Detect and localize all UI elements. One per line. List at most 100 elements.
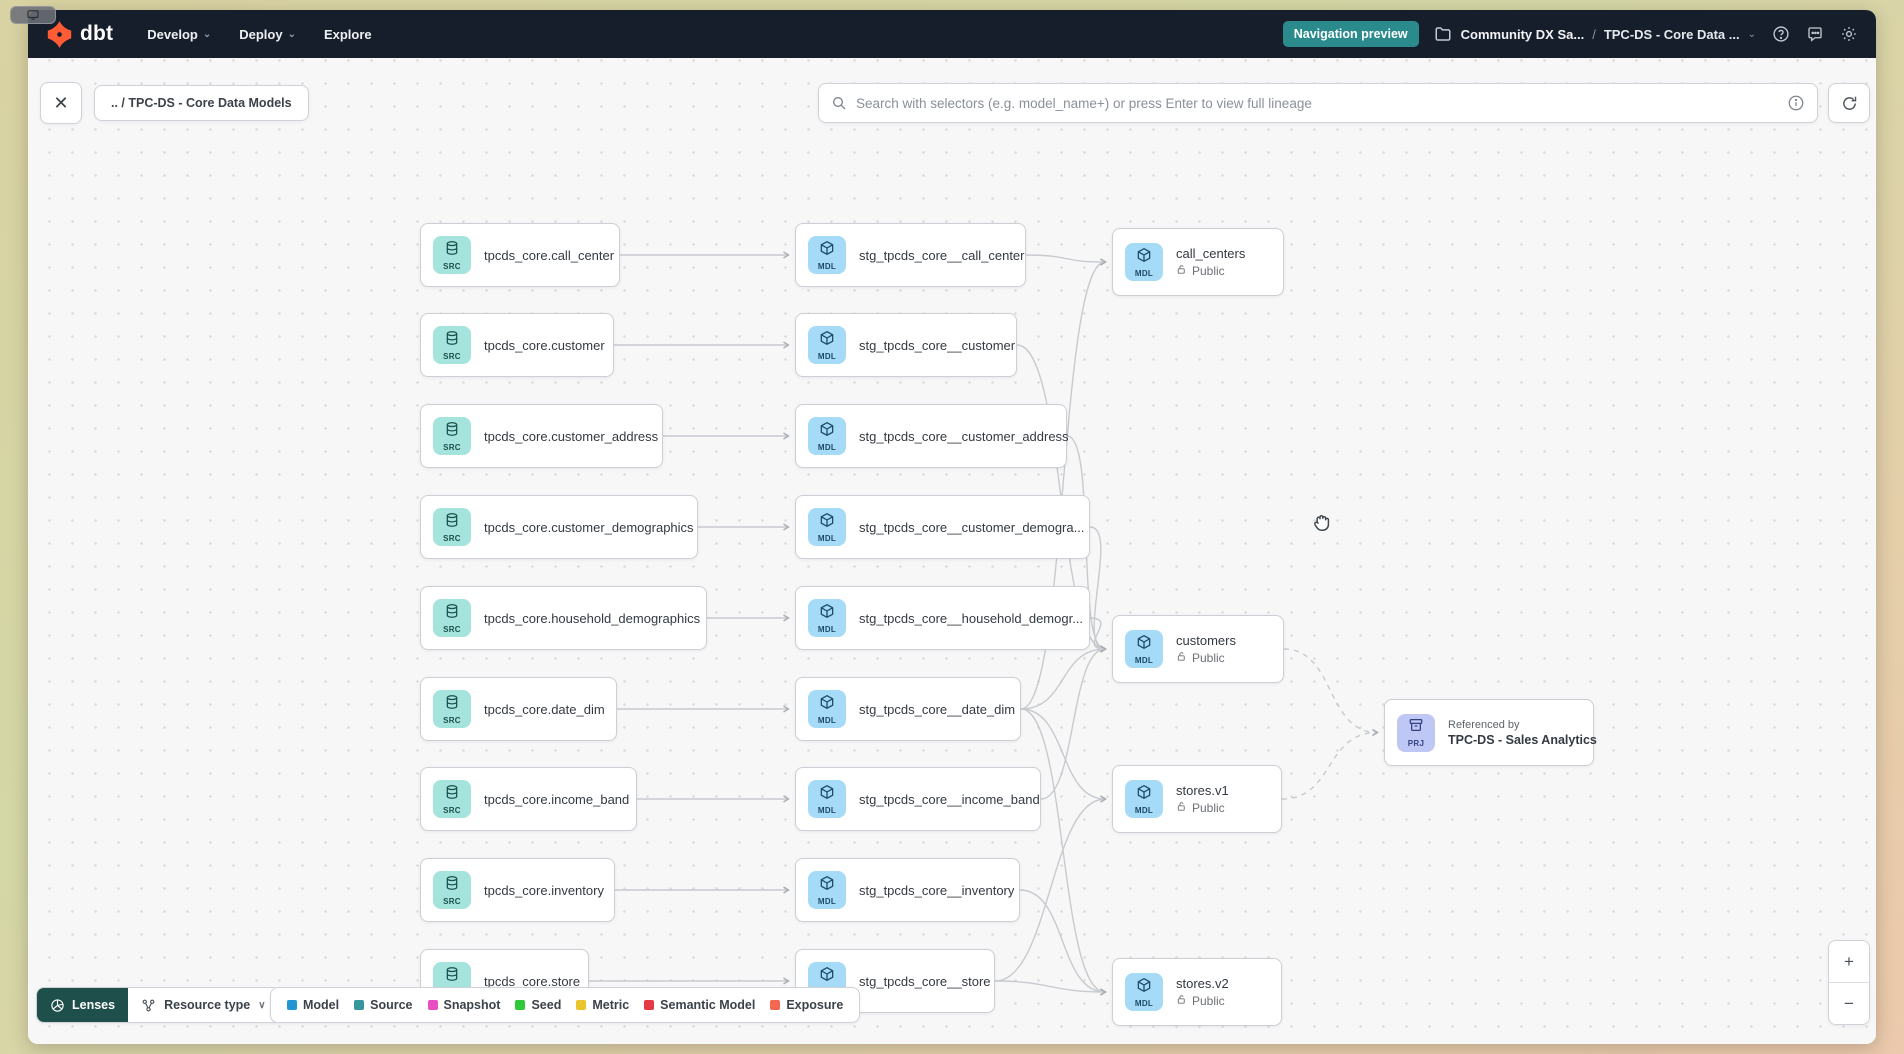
breadcrumb: Community DX Sa... / TPC-DS - Core Data … <box>1434 25 1756 44</box>
dbt-logo-text: dbt <box>80 22 114 45</box>
graph-node-mdl-call-center[interactable]: MDL stg_tpcds_core__call_center <box>795 223 1026 287</box>
node-label: customers <box>1176 633 1236 648</box>
node-type-icon: PRJ <box>1397 713 1435 752</box>
node-label: tpcds_core.inventory <box>484 882 604 898</box>
grab-cursor <box>1310 511 1334 535</box>
graph-node-mdl-date-dim[interactable]: MDL stg_tpcds_core__date_dim <box>795 677 1021 741</box>
legend-item: Semantic Model <box>644 998 755 1012</box>
breadcrumb-page[interactable]: TPC-DS - Core Data ... <box>1603 26 1740 42</box>
nav-menu-explore[interactable]: Explore <box>323 26 372 42</box>
resource-type-dropdown[interactable]: Resource type ∨ <box>128 988 279 1022</box>
feedback-icon[interactable] <box>1805 25 1824 44</box>
graph-node-pub-stores-v2[interactable]: MDL stores.v2 Public <box>1112 958 1282 1026</box>
node-type-icon: MDL <box>808 508 846 546</box>
legend-label: Source <box>370 998 413 1012</box>
node-badge: MDL <box>817 624 837 634</box>
chevron-down-icon[interactable]: ⌄ <box>1747 28 1756 40</box>
folder-icon <box>1434 25 1453 44</box>
node-badge: MDL <box>1134 998 1154 1008</box>
node-type-icon: MDL <box>808 236 846 274</box>
zoom-out-button[interactable]: − <box>1829 983 1869 1024</box>
graph-node-src-income-band[interactable]: SRC tpcds_core.income_band <box>420 767 637 831</box>
node-label: stg_tpcds_core__household_demogr... <box>859 610 1084 626</box>
node-type-icon: SRC <box>433 508 471 546</box>
node-type-icon: MDL <box>1125 630 1163 668</box>
nav-menu-deploy[interactable]: Deploy ⌄ <box>239 26 296 42</box>
legend-swatch <box>576 1000 587 1010</box>
lineage-breadcrumb[interactable]: .. / TPC-DS - Core Data Models <box>94 85 309 121</box>
node-type-icon: MDL <box>1125 243 1163 281</box>
node-badge: MDL <box>817 805 837 815</box>
legend-item: Metric <box>576 998 629 1012</box>
graph-node-prj-sales-analytics[interactable]: PRJ Referenced by TPC-DS - Sales Analyti… <box>1384 699 1597 766</box>
refresh-lineage-button[interactable] <box>1828 83 1870 123</box>
legend-swatch <box>354 1000 365 1010</box>
graph-node-src-customer-address[interactable]: SRC tpcds_core.customer_address <box>420 404 663 468</box>
graph-node-mdl-household-demographics[interactable]: MDL stg_tpcds_core__household_demogr... <box>795 586 1090 650</box>
breadcrumb-project[interactable]: Community DX Sa... <box>1460 26 1585 42</box>
chevron-down-icon: ⌄ <box>287 28 296 40</box>
graph-node-mdl-income-band[interactable]: MDL stg_tpcds_core__income_band <box>795 767 1041 831</box>
lock-open-icon <box>1176 651 1187 665</box>
graph-node-src-date-dim[interactable]: SRC tpcds_core.date_dim <box>420 677 617 741</box>
graph-node-pub-call-centers[interactable]: MDL call_centers Public <box>1112 228 1284 296</box>
node-badge: MDL <box>1134 655 1154 665</box>
zoom-in-button[interactable]: + <box>1829 941 1869 983</box>
gear-icon[interactable] <box>1839 25 1858 44</box>
graph-node-mdl-store[interactable]: MDL stg_tpcds_core__store <box>795 949 995 1013</box>
node-label: stg_tpcds_core__inventory <box>859 882 1015 898</box>
navigation-preview-button[interactable]: Navigation preview <box>1282 21 1419 47</box>
graph-node-src-customer[interactable]: SRC tpcds_core.customer <box>420 313 614 377</box>
legend-swatch <box>515 1000 526 1010</box>
node-badge: MDL <box>817 896 837 906</box>
search-input[interactable] <box>856 95 1778 111</box>
node-access-badge: Public <box>1176 651 1236 665</box>
graph-node-mdl-customer-demographics[interactable]: MDL stg_tpcds_core__customer_demogra... <box>795 495 1090 559</box>
lock-open-icon <box>1176 801 1187 815</box>
graph-node-mdl-inventory[interactable]: MDL stg_tpcds_core__inventory <box>795 858 1020 922</box>
chevron-down-icon: ⌄ <box>202 28 212 40</box>
legend-label: Semantic Model <box>660 998 756 1012</box>
node-label: tpcds_core.store <box>484 973 581 989</box>
graph-node-pub-customers[interactable]: MDL customers Public <box>1112 615 1284 683</box>
node-label: TPC-DS - Sales Analytics <box>1448 732 1597 747</box>
zoom-controls: + − <box>1828 940 1870 1025</box>
node-type-icon: SRC <box>433 236 471 274</box>
lenses-button[interactable]: Lenses <box>37 988 129 1022</box>
legend-item: Model <box>287 998 339 1012</box>
refresh-icon <box>1842 96 1856 110</box>
node-badge: SRC <box>443 624 461 634</box>
legend-swatch <box>770 1000 781 1010</box>
node-badge: MDL <box>817 533 837 543</box>
node-type-icon: SRC <box>433 780 471 818</box>
graph-node-pub-stores-v1[interactable]: MDL stores.v1 Public <box>1112 765 1282 833</box>
chevron-down-icon: ∨ <box>258 999 266 1011</box>
node-badge: MDL <box>1134 805 1154 815</box>
lineage-canvas[interactable]: SRC tpcds_core.call_center SRC tpcds_cor… <box>28 58 1876 1044</box>
graph-node-mdl-customer[interactable]: MDL stg_tpcds_core__customer <box>795 313 1017 377</box>
graph-node-src-customer-demographics[interactable]: SRC tpcds_core.customer_demographics <box>420 495 698 559</box>
node-badge: MDL <box>817 442 837 452</box>
dbt-logo[interactable]: dbt <box>46 20 114 48</box>
graph-node-src-call-center[interactable]: SRC tpcds_core.call_center <box>420 223 620 287</box>
resource-type-legend: Model Source Snapshot Seed Metric Semant… <box>270 987 861 1023</box>
graph-node-src-inventory[interactable]: SRC tpcds_core.inventory <box>420 858 615 922</box>
lineage-search-bar[interactable] <box>818 83 1818 123</box>
node-access-badge: Public <box>1176 264 1245 278</box>
node-label: tpcds_core.customer <box>484 337 605 353</box>
graph-node-mdl-customer-address[interactable]: MDL stg_tpcds_core__customer_address <box>795 404 1069 468</box>
node-label: tpcds_core.customer_address <box>484 428 659 444</box>
legend-label: Seed <box>531 998 562 1012</box>
close-lineage-button[interactable]: ✕ <box>40 82 82 124</box>
node-type-icon: SRC <box>433 599 471 637</box>
top-navbar: dbt Develop ⌄ Deploy ⌄ Explore Navigatio… <box>28 10 1876 58</box>
graph-node-src-household-demographics[interactable]: SRC tpcds_core.household_demographics <box>420 586 707 650</box>
node-type-icon: SRC <box>433 417 471 455</box>
help-icon[interactable] <box>1771 25 1790 44</box>
legend-label: Model <box>303 998 340 1012</box>
nav-menu-develop[interactable]: Develop ⌄ <box>147 26 212 42</box>
node-label: call_centers <box>1176 246 1246 261</box>
legend-label: Exposure <box>786 998 844 1012</box>
info-icon[interactable] <box>1787 94 1805 112</box>
legend-item: Source <box>354 998 413 1012</box>
